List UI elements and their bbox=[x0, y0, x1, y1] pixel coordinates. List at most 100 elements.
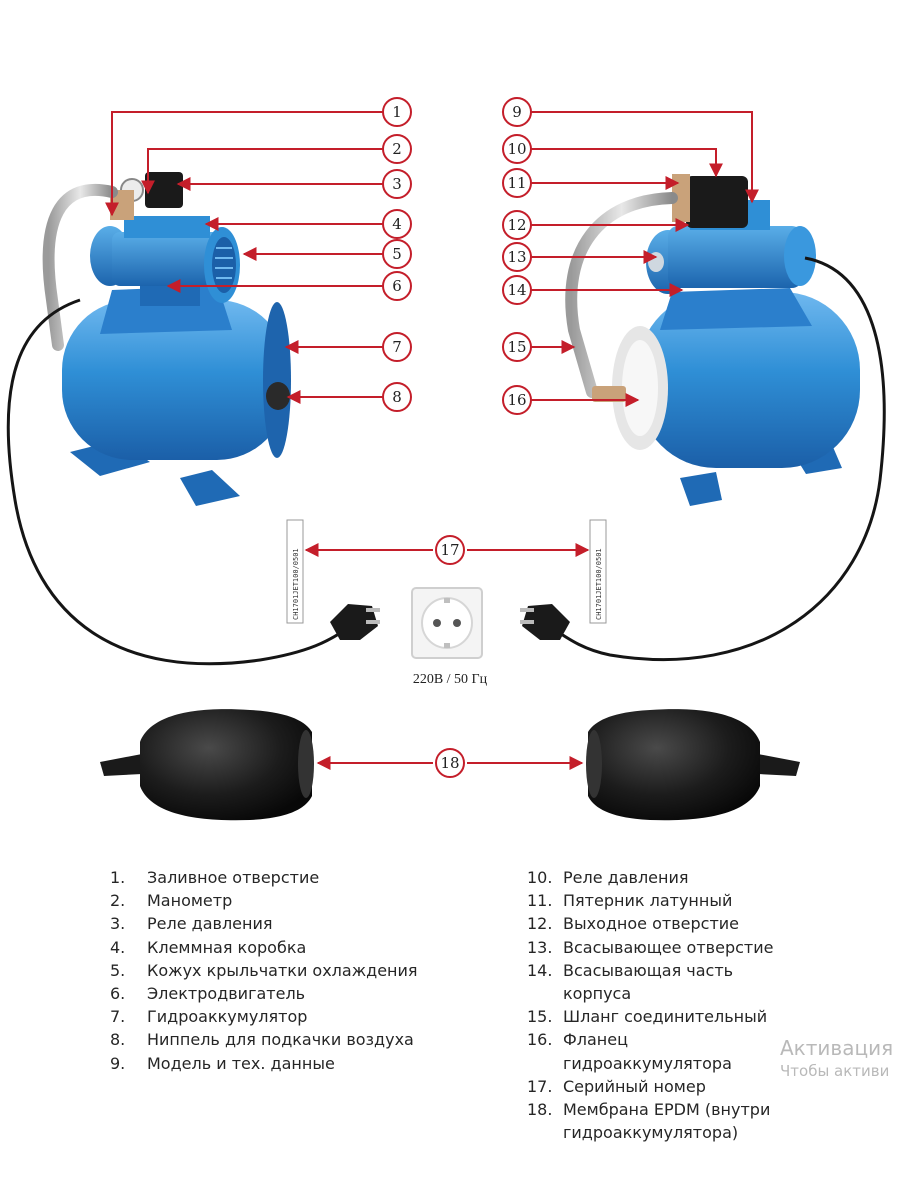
legend-text: Модель и тех. данные bbox=[147, 1052, 470, 1075]
callout-9: 9 bbox=[503, 98, 531, 126]
legend-number: 8. bbox=[110, 1028, 147, 1051]
legend-number: 4. bbox=[110, 936, 147, 959]
callout-number: 10 bbox=[507, 140, 526, 158]
callout-number: 12 bbox=[507, 216, 526, 234]
legend-item: 1.Заливное отверстие bbox=[110, 866, 470, 889]
callout-number: 18 bbox=[440, 754, 459, 772]
legend-number: 11. bbox=[527, 889, 563, 912]
legend-item: 14.Всасывающая часть корпуса bbox=[527, 959, 787, 1005]
legend-text: Кожух крыльчатки охлаждения bbox=[147, 959, 470, 982]
callout-12: 12 bbox=[503, 211, 531, 239]
callout-5: 5 bbox=[383, 240, 411, 268]
legend-number: 3. bbox=[110, 912, 147, 935]
callout-number: 8 bbox=[392, 388, 402, 406]
legend-item: 2.Манометр bbox=[110, 889, 470, 912]
callout-8: 8 bbox=[383, 383, 411, 411]
legend-number: 1. bbox=[110, 866, 147, 889]
legend-item: 16.Фланец гидроаккумулятора bbox=[527, 1028, 787, 1074]
callout-4: 4 bbox=[383, 210, 411, 238]
suction-port bbox=[648, 252, 664, 272]
voltage-label: 220В / 50 Гц bbox=[380, 672, 520, 688]
legend-text: Реле давления bbox=[563, 866, 787, 889]
callout-number: 13 bbox=[507, 248, 526, 266]
legend-item: 10.Реле давления bbox=[527, 866, 787, 889]
pressure-switch-left bbox=[145, 172, 183, 208]
legend-item: 3.Реле давления bbox=[110, 912, 470, 935]
legend-text: Реле давления bbox=[147, 912, 470, 935]
callout-16: 16 bbox=[503, 386, 531, 414]
legend-left: 1.Заливное отверстие2.Манометр3.Реле дав… bbox=[110, 866, 470, 1075]
watermark-line-1: Активация bbox=[780, 1038, 900, 1058]
callout-15: 15 bbox=[503, 333, 531, 361]
legend-number: 14. bbox=[527, 959, 563, 1005]
legend-item: 6.Электродвигатель bbox=[110, 982, 470, 1005]
legend-text: Клеммная коробка bbox=[147, 936, 470, 959]
callout-11: 11 bbox=[503, 169, 531, 197]
legend-item: 13.Всасывающее отверстие bbox=[527, 936, 787, 959]
legend-item: 15.Шланг соединительный bbox=[527, 1005, 787, 1028]
callout-7: 7 bbox=[383, 333, 411, 361]
legend-text: Шланг соединительный bbox=[563, 1005, 787, 1028]
callout-number: 16 bbox=[507, 391, 526, 409]
serial-number-right: CH1701JET100/0501 bbox=[595, 548, 603, 620]
power-socket bbox=[412, 588, 482, 658]
pump-bracket-right bbox=[660, 288, 812, 330]
legend-item: 11.Пятерник латунный bbox=[527, 889, 787, 912]
legend-number: 2. bbox=[110, 889, 147, 912]
callout-2: 2 bbox=[383, 135, 411, 163]
plug-left bbox=[330, 604, 380, 640]
plug-right bbox=[520, 604, 570, 640]
callout-number: 1 bbox=[392, 103, 402, 121]
legend-number: 7. bbox=[110, 1005, 147, 1028]
legend-text: Электродвигатель bbox=[147, 982, 470, 1005]
pressure-switch-right bbox=[686, 176, 748, 228]
callout-13: 13 bbox=[503, 243, 531, 271]
serial-label-right: CH1701JET100/0501 bbox=[590, 520, 606, 623]
callout-number: 4 bbox=[392, 215, 402, 233]
callout-10: 10 bbox=[503, 135, 531, 163]
legend-text: Гидроаккумулятор bbox=[147, 1005, 470, 1028]
legend-number: 5. bbox=[110, 959, 147, 982]
callout-3: 3 bbox=[383, 170, 411, 198]
legend-text: Серийный номер bbox=[563, 1075, 787, 1098]
legend-item: 9.Модель и тех. данные bbox=[110, 1052, 470, 1075]
callout-6: 6 bbox=[383, 272, 411, 300]
legend-number: 12. bbox=[527, 912, 563, 935]
legend-number: 17. bbox=[527, 1075, 563, 1098]
legend-text: Фланец гидроаккумулятора bbox=[563, 1028, 787, 1074]
left-pump-station bbox=[49, 172, 291, 506]
legend-text: Манометр bbox=[147, 889, 470, 912]
legend-number: 6. bbox=[110, 982, 147, 1005]
callout-number: 9 bbox=[512, 103, 522, 121]
callout-1: 1 bbox=[383, 98, 411, 126]
leader-2 bbox=[148, 149, 383, 193]
legend-number: 15. bbox=[527, 1005, 563, 1028]
legend-number: 16. bbox=[527, 1028, 563, 1074]
callout-number: 11 bbox=[507, 174, 526, 192]
legend-number: 18. bbox=[527, 1098, 563, 1144]
callout-number: 17 bbox=[440, 541, 459, 559]
legend-text: Всасывающее отверстие bbox=[563, 936, 787, 959]
leader-10 bbox=[531, 149, 716, 176]
callout-14: 14 bbox=[503, 276, 531, 304]
callout-number: 5 bbox=[392, 245, 402, 263]
legend-number: 10. bbox=[527, 866, 563, 889]
legend-text: Выходное отверстие bbox=[563, 912, 787, 935]
callout-number: 14 bbox=[507, 281, 526, 299]
legend-item: 18.Мембрана EPDM (внутри гидроаккумулято… bbox=[527, 1098, 787, 1144]
legend-text: Заливное отверстие bbox=[147, 866, 470, 889]
serial-label-left: CH1701JET100/0501 bbox=[287, 520, 303, 623]
callout-17: 17 bbox=[436, 536, 464, 564]
legend-item: 7.Гидроаккумулятор bbox=[110, 1005, 470, 1028]
legend-item: 17.Серийный номер bbox=[527, 1075, 787, 1098]
legend-text: Пятерник латунный bbox=[563, 889, 787, 912]
watermark-line-2: Чтобы активи bbox=[780, 1064, 900, 1079]
fan-cover bbox=[212, 237, 236, 293]
legend-item: 8.Ниппель для подкачки воздуха bbox=[110, 1028, 470, 1051]
callout-number: 2 bbox=[392, 140, 402, 158]
callout-number: 15 bbox=[507, 338, 526, 356]
callout-number: 7 bbox=[392, 338, 402, 356]
legend-number: 13. bbox=[527, 936, 563, 959]
air-nipple bbox=[266, 382, 290, 410]
membrane-left bbox=[100, 709, 314, 820]
